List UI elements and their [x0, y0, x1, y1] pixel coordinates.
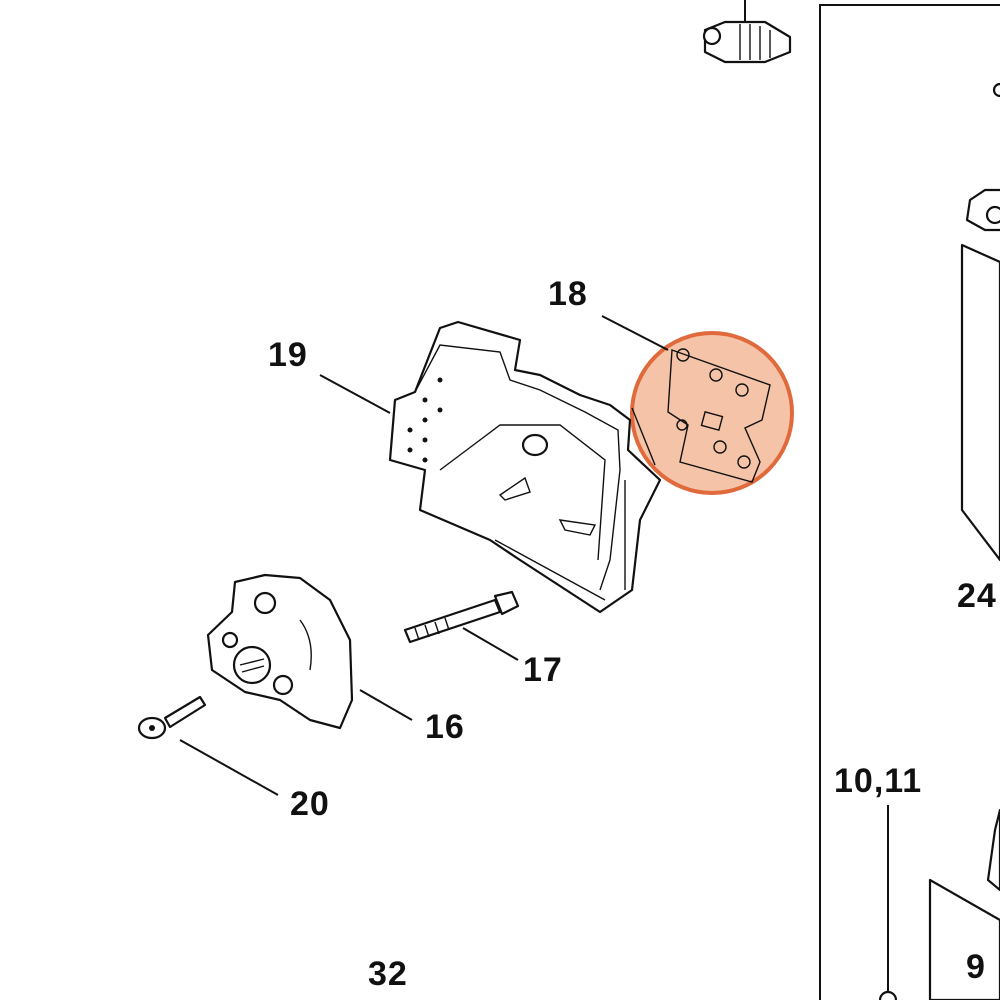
part-17-bolt[interactable] [403, 590, 520, 644]
label-24[interactable]: 24 [957, 577, 997, 615]
inset-frame [819, 4, 1000, 1000]
label-9[interactable]: 9 [966, 948, 986, 986]
label-19[interactable]: 19 [268, 336, 308, 374]
label-32[interactable]: 32 [368, 955, 408, 993]
part-19-cover[interactable] [388, 320, 662, 614]
part-18-gasket[interactable] [631, 348, 771, 483]
label-18[interactable]: 18 [548, 275, 588, 313]
inset-parts [878, 82, 1000, 1000]
highlight-circle[interactable] [630, 331, 794, 495]
part-20-screw[interactable] [137, 695, 207, 740]
vent-holes [407, 377, 443, 463]
part-16-housing[interactable] [206, 573, 354, 730]
label-16[interactable]: 16 [425, 708, 465, 746]
label-10-11[interactable]: 10,11 [834, 762, 923, 800]
label-17[interactable]: 17 [523, 651, 563, 689]
leader-lines [179, 315, 669, 796]
part-connector-top [702, 0, 792, 64]
label-20[interactable]: 20 [290, 785, 330, 823]
